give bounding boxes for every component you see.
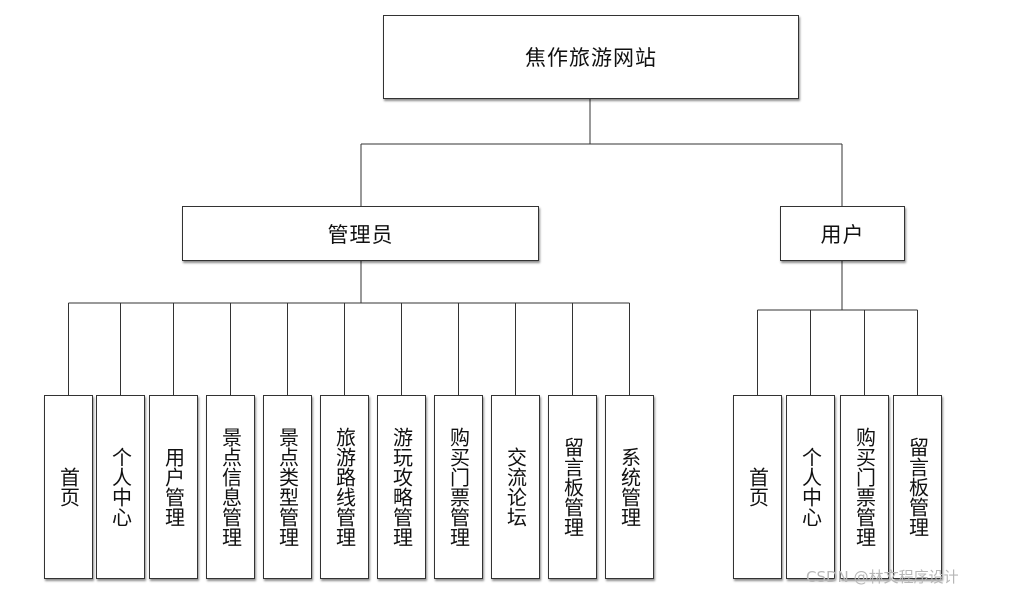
- module-node-label: 景点类型管理: [275, 427, 300, 547]
- module-node-label: 首页: [745, 467, 770, 507]
- module-node-user-2: 购买门票管理: [840, 395, 889, 579]
- module-node-label: 个人中心: [108, 447, 133, 527]
- module-node-label: 系统管理: [617, 447, 642, 527]
- module-node-label: 留言板管理: [560, 437, 585, 537]
- module-node-label: 首页: [56, 467, 81, 507]
- module-node-label: 购买门票管理: [446, 427, 471, 547]
- module-node-admin-1: 个人中心: [96, 395, 145, 579]
- root-node-label: 焦作旅游网站: [525, 46, 657, 70]
- module-node-admin-3: 景点信息管理: [206, 395, 255, 579]
- module-node-label: 购买门票管理: [852, 427, 877, 547]
- module-node-admin-0: 首页: [44, 395, 93, 579]
- role-node-label-user: 用户: [820, 222, 865, 247]
- module-node-admin-7: 购买门票管理: [434, 395, 483, 579]
- module-node-label: 个人中心: [798, 447, 823, 527]
- module-node-admin-9: 留言板管理: [548, 395, 597, 579]
- module-node-label: 留言板管理: [905, 437, 930, 537]
- role-node-label-admin: 管理员: [327, 222, 394, 247]
- module-node-label: 游玩攻略管理: [389, 427, 414, 547]
- module-node-admin-4: 景点类型管理: [263, 395, 312, 579]
- module-node-label: 旅游路线管理: [332, 427, 357, 547]
- role-node-user: 用户: [780, 206, 905, 261]
- role-node-admin: 管理员: [182, 206, 539, 261]
- csdn-watermark: CSDN @林文程序设计: [806, 566, 959, 587]
- watermark-csdn: CSDN: [806, 568, 849, 586]
- watermark-author: @林文程序设计: [853, 568, 959, 586]
- module-node-user-1: 个人中心: [786, 395, 835, 579]
- module-node-user-0: 首页: [733, 395, 782, 579]
- module-node-admin-6: 游玩攻略管理: [377, 395, 426, 579]
- module-node-label: 景点信息管理: [218, 427, 243, 547]
- module-node-label: 用户管理: [161, 447, 186, 527]
- root-node: 焦作旅游网站: [383, 15, 799, 99]
- module-node-label: 交流论坛: [503, 447, 528, 527]
- module-node-admin-5: 旅游路线管理: [320, 395, 369, 579]
- module-node-user-3: 留言板管理: [893, 395, 942, 579]
- module-node-admin-2: 用户管理: [149, 395, 198, 579]
- module-node-admin-8: 交流论坛: [491, 395, 540, 579]
- module-node-admin-10: 系统管理: [605, 395, 654, 579]
